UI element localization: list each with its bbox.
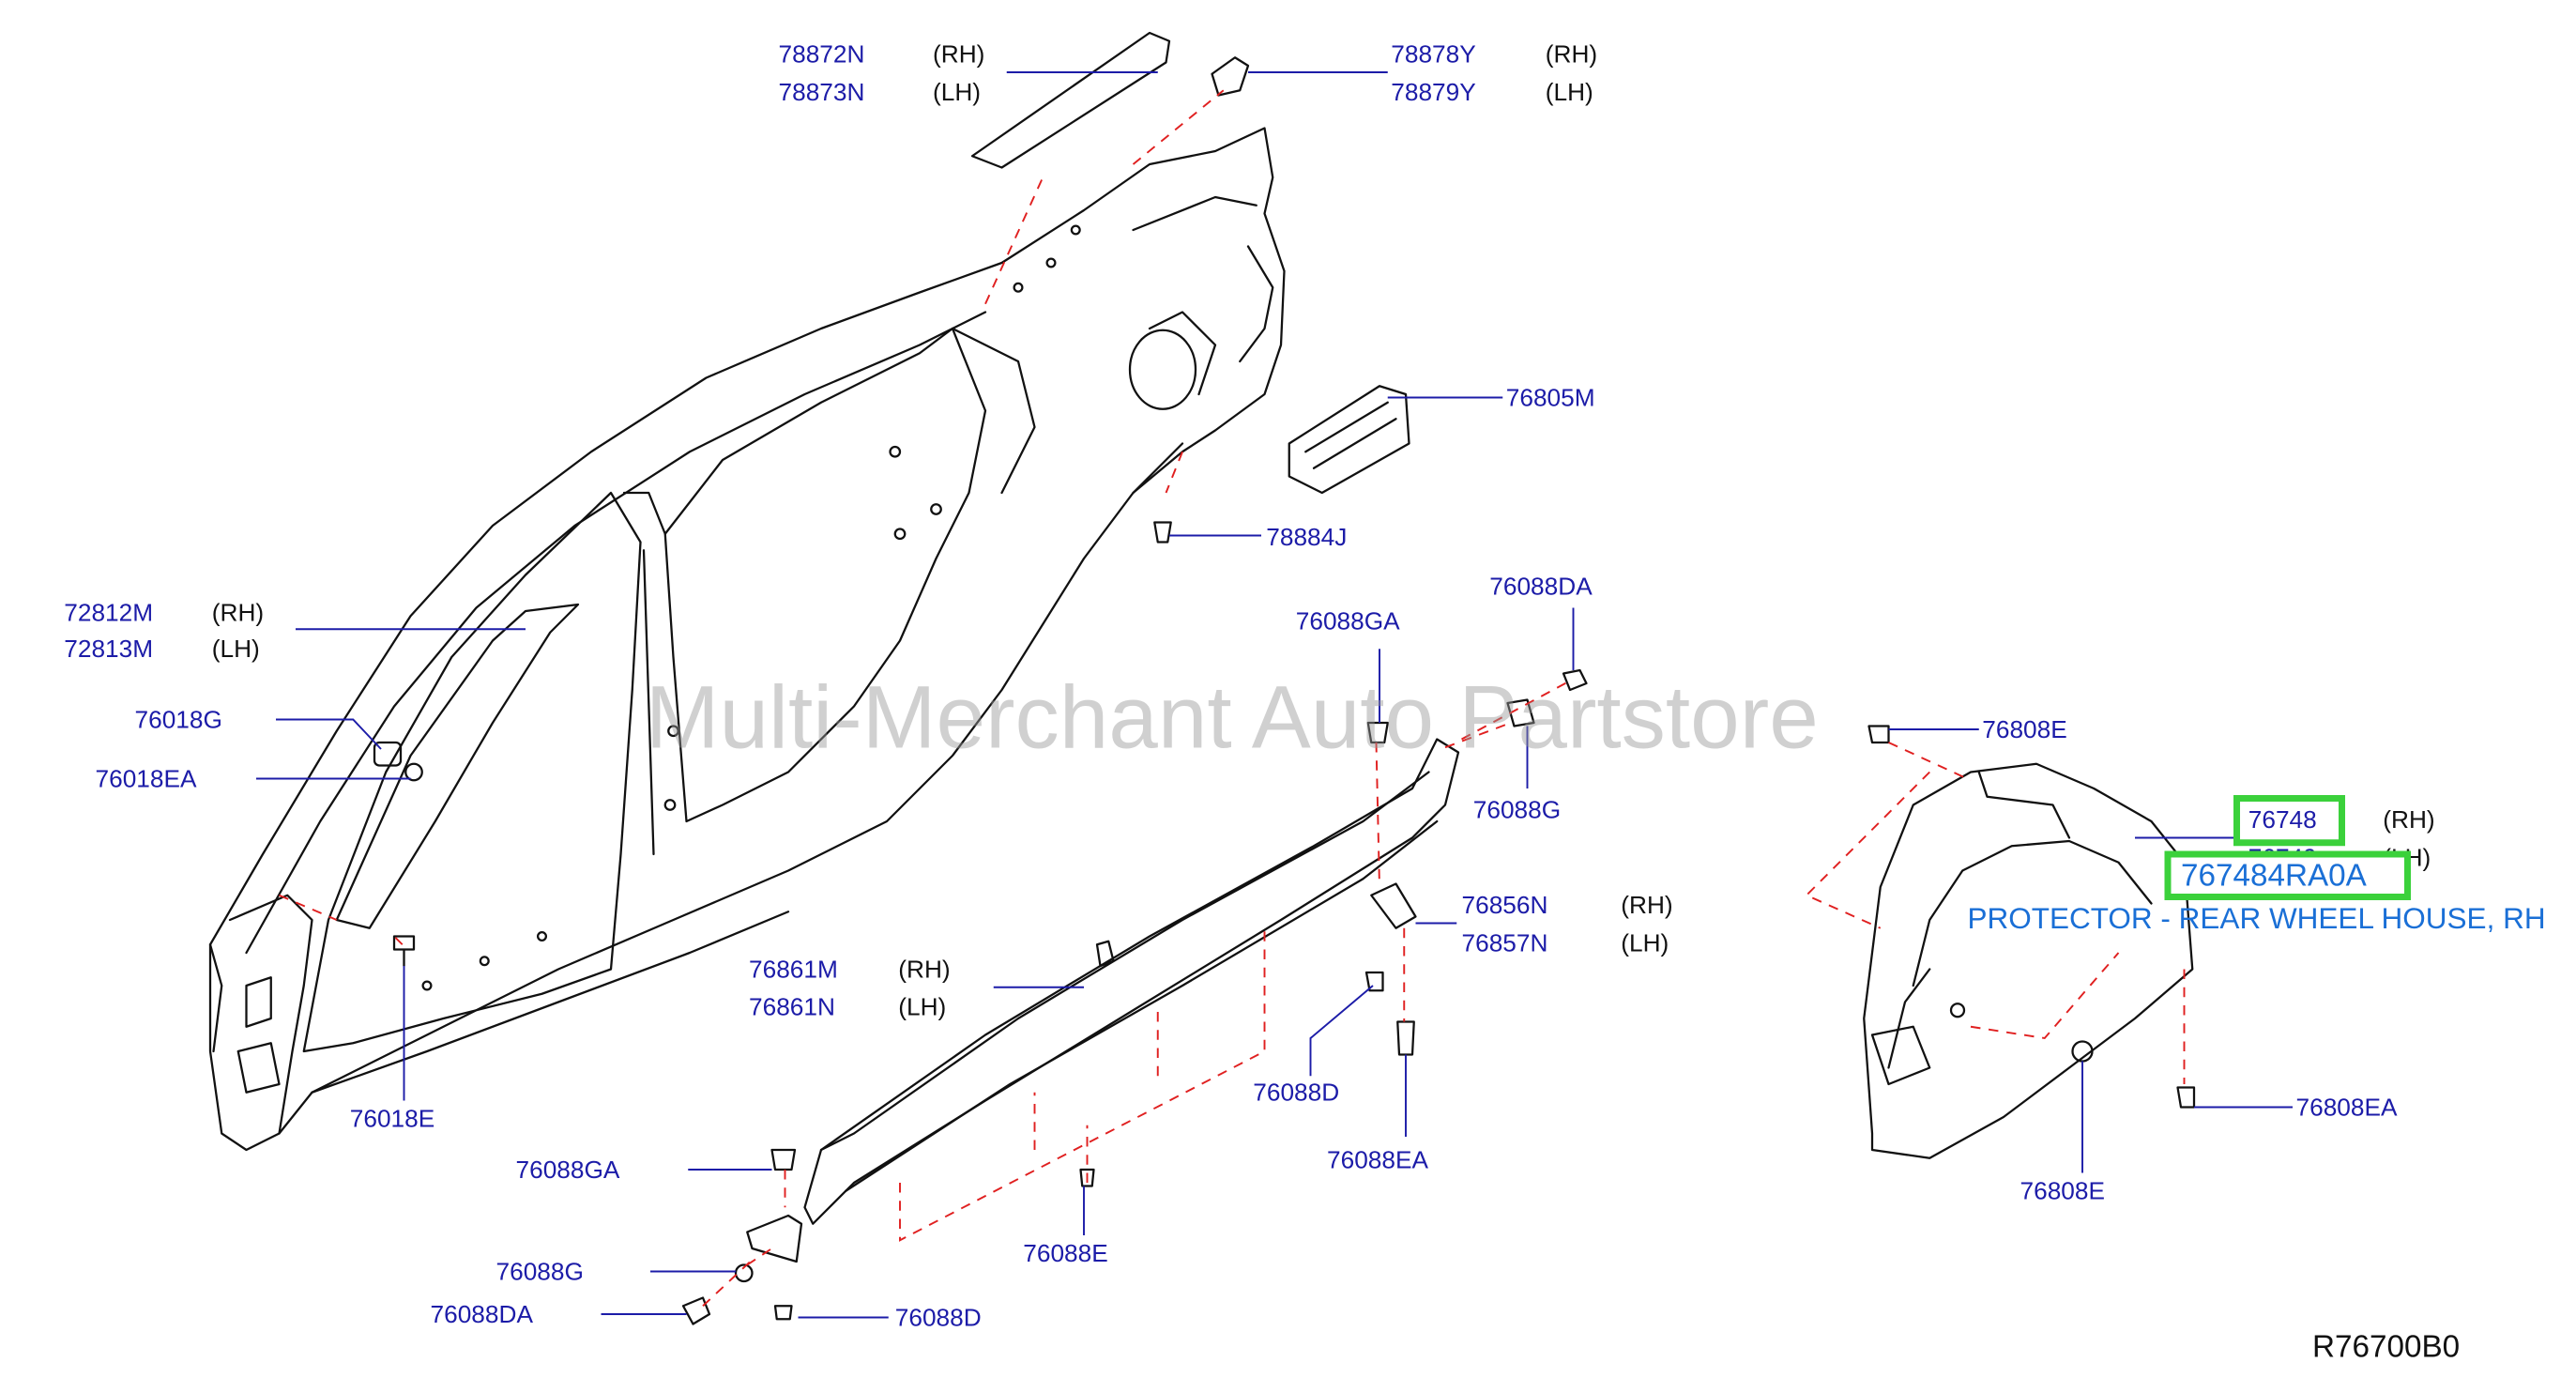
part-number-76808e-lower[interactable]: 76808E xyxy=(2020,1177,2106,1206)
part-number-76088d-lower[interactable]: 76088D xyxy=(894,1304,982,1333)
part-number-76088ga[interactable]: 76088GA xyxy=(1295,607,1400,636)
part-number-76805m[interactable]: 76805M xyxy=(1505,384,1595,413)
part-number-76748[interactable]: 76748 xyxy=(2248,806,2317,834)
part-number-76088g-lower[interactable]: 76088G xyxy=(495,1258,584,1287)
part-number-76808ea[interactable]: 76808EA xyxy=(2295,1094,2398,1123)
watermark: Multi-Merchant Auto Partstore xyxy=(645,668,1819,768)
part-number-78879y[interactable]: 78879Y xyxy=(1391,79,1476,107)
part-number-76856n[interactable]: 76856N xyxy=(1461,892,1548,920)
part-number-76088g[interactable]: 76088G xyxy=(1472,796,1562,825)
part-number-76018e[interactable]: 76018E xyxy=(349,1105,435,1134)
side-rh: (RH) xyxy=(211,599,265,628)
seal-76805m xyxy=(1288,385,1410,495)
part-number-78884j[interactable]: 78884J xyxy=(1266,524,1348,552)
highlight-box-76748 xyxy=(2233,795,2345,847)
fuel-door-opening xyxy=(1128,329,1197,410)
part-number-78872n[interactable]: 78872N xyxy=(778,40,865,69)
diagram-reference-code: R76700B0 xyxy=(2312,1330,2461,1366)
highlighted-part-number[interactable]: 767484RA0A xyxy=(2181,859,2367,894)
part-number-76018g[interactable]: 76018G xyxy=(134,706,222,735)
side-lh: (LH) xyxy=(933,79,982,107)
part-number-76088da-lower[interactable]: 76088DA xyxy=(430,1301,533,1329)
pillar-garnish xyxy=(335,603,580,929)
part-number-76088ea[interactable]: 76088EA xyxy=(1327,1146,1429,1175)
side-rh: (RH) xyxy=(933,40,985,69)
side-lh: (LH) xyxy=(1545,79,1593,107)
part-number-72813m[interactable]: 72813M xyxy=(64,635,154,664)
side-lh: (LH) xyxy=(211,635,260,664)
rear-door-opening xyxy=(663,327,987,823)
part-number-76088da[interactable]: 76088DA xyxy=(1489,573,1593,602)
front-door-opening xyxy=(302,491,642,1053)
roof-drip-molding xyxy=(970,31,1171,169)
side-rh: (RH) xyxy=(898,956,951,985)
part-number-78878y[interactable]: 78878Y xyxy=(1391,40,1476,69)
highlight-box-767484ra0a xyxy=(2164,850,2411,900)
body-side-outer-panel xyxy=(208,127,1286,1152)
part-number-72812m[interactable]: 72812M xyxy=(64,599,154,628)
part-number-76861n[interactable]: 76861N xyxy=(749,993,835,1022)
part-number-76808e[interactable]: 76808E xyxy=(1982,716,2067,744)
part-number-78873n[interactable]: 78873N xyxy=(778,79,865,107)
bracket-76856n xyxy=(1370,882,1417,929)
part-number-76018ea[interactable]: 76018EA xyxy=(95,765,197,794)
part-number-76088e[interactable]: 76088E xyxy=(1023,1240,1108,1268)
side-rh: (RH) xyxy=(1545,40,1598,69)
part-number-76857n[interactable]: 76857N xyxy=(1461,929,1548,958)
side-lh: (LH) xyxy=(1621,929,1669,958)
side-rh: (RH) xyxy=(1621,892,1673,920)
part-number-76088ga-lower[interactable]: 76088GA xyxy=(515,1156,620,1185)
part-number-76861m[interactable]: 76861M xyxy=(749,956,838,985)
clip-78878y xyxy=(1211,56,1250,97)
part-number-76088d[interactable]: 76088D xyxy=(1253,1079,1340,1108)
side-lh: (LH) xyxy=(898,993,947,1022)
rear-wheel-house-protector xyxy=(1863,762,2194,1159)
side-rh: (RH) xyxy=(2383,806,2435,834)
highlighted-part-description: PROTECTOR - REAR WHEEL HOUSE, RH xyxy=(1967,901,2546,935)
